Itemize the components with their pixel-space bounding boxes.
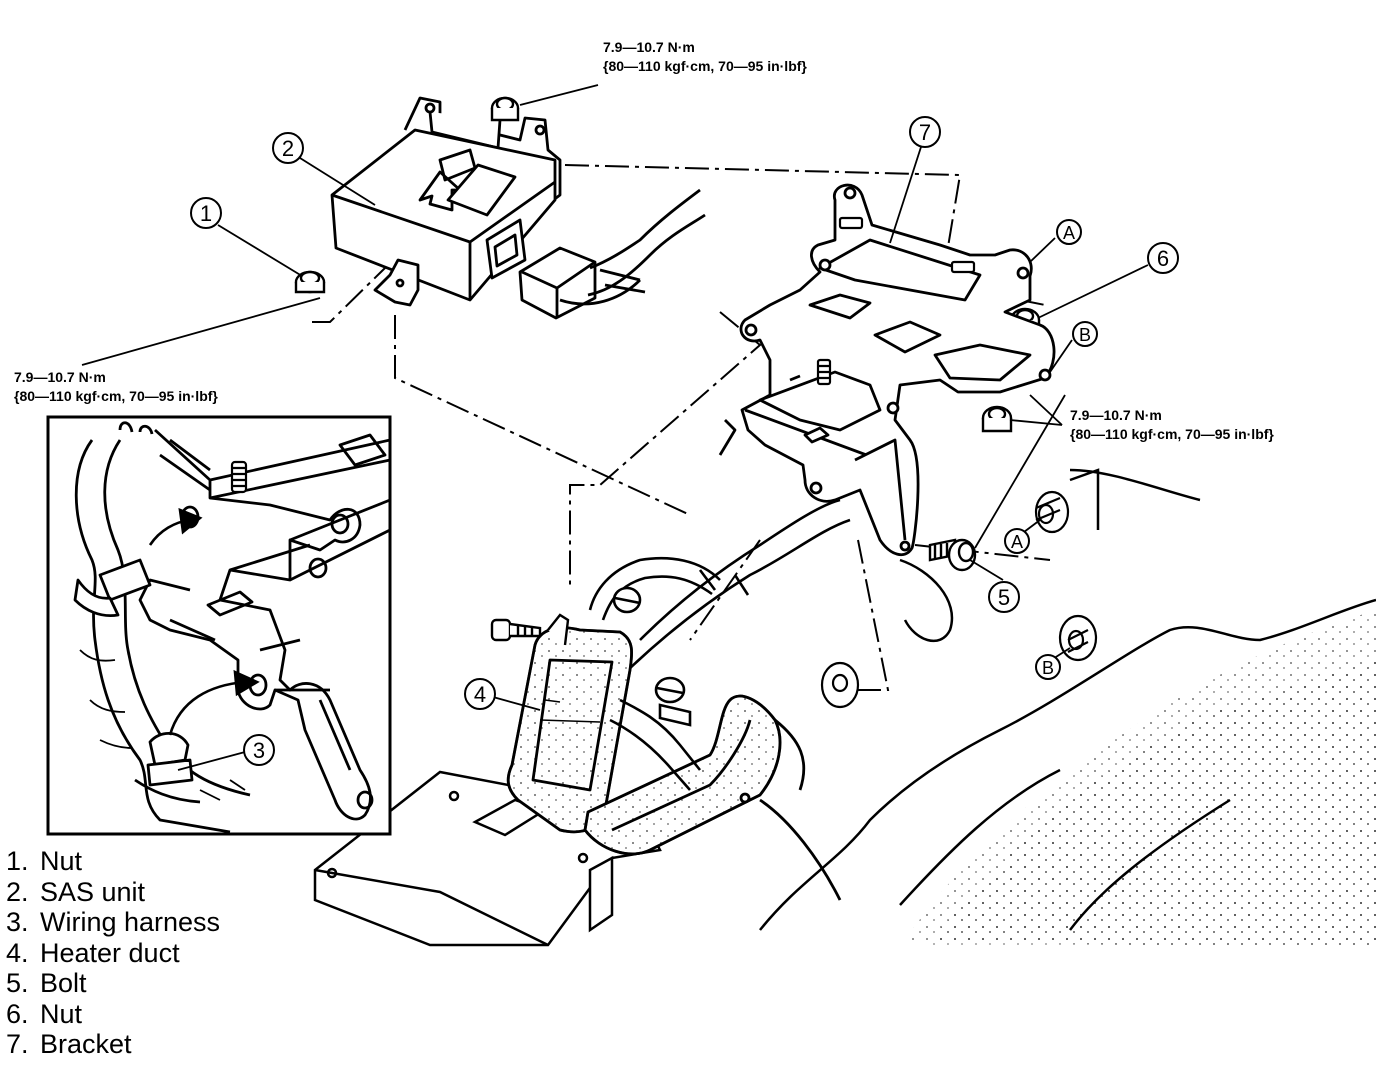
legend-item-label: Nut: [40, 998, 83, 1029]
callout-6-label: 6: [1157, 246, 1169, 271]
callout-1: 1: [190, 197, 222, 229]
callout-4-label: 4: [474, 682, 486, 707]
wiring-harness-main: [588, 556, 721, 791]
mount-points: [820, 490, 1098, 709]
legend-item: 7. Bracket: [6, 1029, 220, 1060]
tunnel-panel: [899, 468, 1201, 642]
bolt-5: [928, 538, 977, 572]
legend-item: 6. Nut: [6, 999, 220, 1030]
legend-item-number: 3.: [6, 907, 29, 937]
top-nut: [490, 96, 520, 122]
legend-item: 2. SAS unit: [6, 877, 220, 908]
sas-bracket: [718, 183, 1056, 557]
legend-item: 5. Bolt: [6, 968, 220, 999]
bracket-studs: [816, 216, 976, 386]
legend-item-label: Nut: [40, 846, 83, 876]
nut-1: [294, 270, 326, 294]
legend-item-number: 1.: [6, 846, 29, 876]
torque-spec-right: 7.9—10.7 N·m {80—110 kgf·cm, 70—95 in·lb…: [1070, 406, 1274, 444]
legend-item-label: Wiring harness: [40, 907, 221, 937]
torque-spec-right-value: 7.9—10.7 N·m: [1070, 407, 1162, 423]
callout-1-label: 1: [200, 201, 212, 226]
callout-5-label: 5: [998, 585, 1010, 610]
ref-letter-b-top-label: B: [1079, 325, 1091, 345]
callout-4: 4: [464, 678, 496, 710]
torque-spec-top-value: 7.9—10.7 N·m: [603, 39, 695, 55]
torque-spec-left-alt: {80—110 kgf·cm, 70—95 in·lbf}: [14, 388, 218, 404]
legend-item: 4. Heater duct: [6, 938, 220, 969]
legend-item-label: Bolt: [40, 968, 87, 998]
right-nut: [981, 405, 1013, 433]
callout-7-label: 7: [919, 120, 931, 145]
ref-letter-b-bottom-label: B: [1042, 658, 1054, 678]
callout-2-label: 2: [282, 136, 294, 161]
steering-column-tube: [627, 498, 851, 671]
ref-letter-a-bottom-label: A: [1011, 532, 1023, 552]
callout-5: 5: [988, 581, 1020, 613]
ref-letter-b-bottom: B: [1035, 654, 1061, 680]
torque-spec-left: 7.9—10.7 N·m {80—110 kgf·cm, 70—95 in·lb…: [14, 368, 218, 406]
legend-item: 3. Wiring harness: [6, 907, 220, 938]
callout-3-label: 3: [253, 738, 265, 763]
legend-item-number: 7.: [6, 1029, 29, 1059]
parts-legend: 1. Nut 2. SAS unit 3. Wiring harness 4. Heat…: [6, 846, 220, 1060]
legend-item-label: SAS unit: [40, 876, 146, 907]
legend-item-label: Bracket: [40, 1029, 132, 1059]
callout-7: 7: [909, 116, 941, 148]
callout-2: 2: [272, 132, 304, 164]
harness-connector: [518, 188, 706, 320]
legend-item-label: Heater duct: [40, 937, 180, 968]
sas-unit: [330, 96, 562, 307]
legend-item-number: 4.: [6, 937, 29, 968]
lower-duct: [583, 694, 842, 901]
legend-item-number: 2.: [6, 876, 29, 907]
callout-6: 6: [1147, 242, 1179, 274]
carpet-texture-area: [905, 610, 1376, 950]
inset-wiring-harness: [73, 439, 251, 834]
ref-letter-b-top: B: [1072, 321, 1098, 347]
inset-stud: [230, 460, 248, 494]
clip-bolt: [490, 613, 570, 646]
legend-item: 1. Nut: [6, 846, 220, 877]
detail-inset-frame: [46, 415, 392, 836]
inset-arrows: [148, 507, 260, 736]
ref-letter-a-top: A: [1056, 219, 1082, 245]
torque-spec-top-alt: {80—110 kgf·cm, 70—95 in·lbf}: [603, 58, 807, 74]
torque-spec-top: 7.9—10.7 N·m {80—110 kgf·cm, 70—95 in·lb…: [603, 38, 807, 76]
ref-letter-a-top-label: A: [1063, 223, 1075, 243]
torque-spec-right-alt: {80—110 kgf·cm, 70—95 in·lbf}: [1070, 426, 1274, 442]
torque-spec-left-value: 7.9—10.7 N·m: [14, 369, 106, 385]
callout-3: 3: [243, 734, 275, 766]
legend-item-number: 6.: [6, 998, 29, 1029]
ref-letter-a-bottom: A: [1004, 528, 1030, 554]
legend-item-number: 5.: [6, 968, 29, 998]
